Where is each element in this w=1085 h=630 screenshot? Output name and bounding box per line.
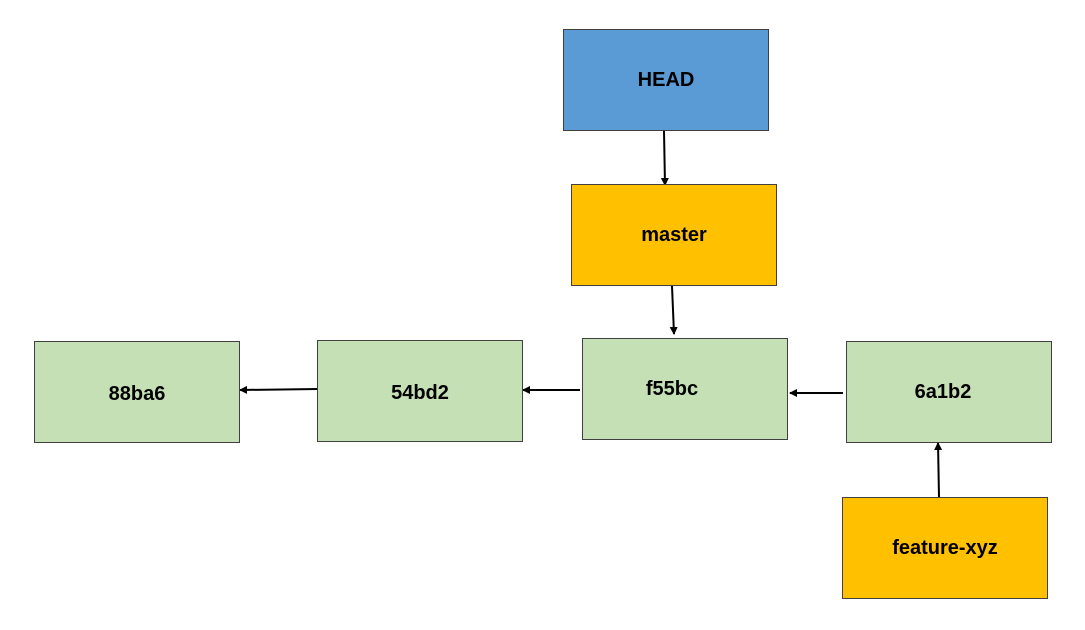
commit-box-f55bc: f55bc	[582, 338, 788, 440]
commit-box-54bd2: 54bd2	[317, 340, 523, 442]
commit-label: 6a1b2	[914, 380, 972, 403]
commit-label: 54bd2	[391, 381, 449, 404]
arrow-master-to-f55bc	[669, 285, 678, 335]
feature-branch-box: feature-xyz	[842, 497, 1048, 599]
master-branch-box: master	[571, 184, 777, 286]
commit-label: 88ba6	[108, 382, 166, 405]
feature-label: feature-xyz	[892, 536, 998, 559]
master-label: master	[641, 223, 707, 246]
arrow-feature-to-6a1b2	[934, 442, 943, 498]
arrow-head-to-master	[660, 130, 669, 186]
commit-box-6a1b2: 6a1b2	[846, 341, 1052, 443]
commit-box-88ba6: 88ba6	[34, 341, 240, 443]
arrow-54bd2-to-88ba6	[239, 385, 319, 394]
commit-label: f55bc	[645, 377, 699, 400]
head-pointer-box: HEAD	[563, 29, 769, 131]
head-label: HEAD	[637, 68, 695, 91]
